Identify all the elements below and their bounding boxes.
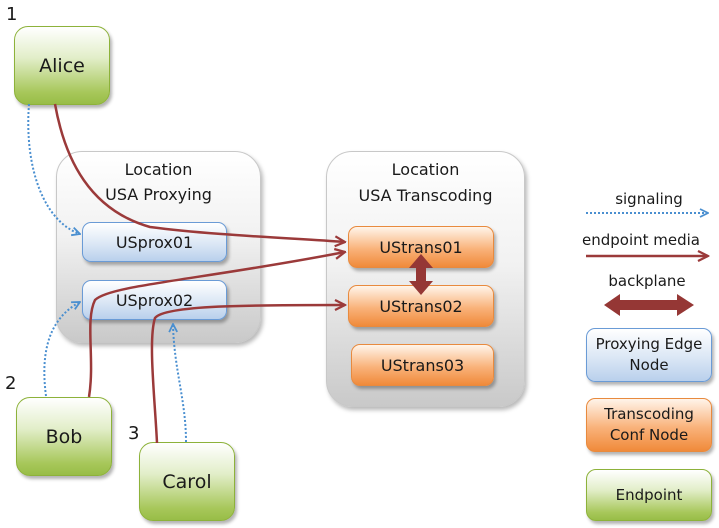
location-transcoding-title-line1: Location: [391, 160, 460, 179]
signaling-bob-to-usprox02: [43, 302, 80, 397]
location-proxying-title-line1: Location: [124, 160, 193, 179]
backplane-arrow: [409, 254, 433, 295]
endpoint-alice[interactable]: Alice: [14, 26, 110, 105]
endpoint-carol-label: Carol: [162, 470, 212, 493]
legend-endpoint: Endpoint: [586, 469, 712, 521]
endpoint-alice-label: Alice: [39, 54, 85, 77]
node-usprox02-label: USprox02: [115, 290, 194, 310]
legend-transcoding-line2: Conf Node: [609, 426, 689, 444]
legend-backplane-arrow: [604, 294, 694, 316]
node-usprox02[interactable]: USprox02: [82, 280, 227, 320]
endpoint-carol[interactable]: Carol: [139, 442, 235, 521]
node-ustrans02-label: UStrans02: [379, 296, 463, 316]
location-transcoding-title-line2: USA Transcoding: [358, 186, 493, 205]
legend-proxying-edge-node: Proxying Edge Node: [586, 328, 712, 382]
media-alice-to-ustrans01: [53, 103, 345, 242]
node-usprox01-label: USprox01: [115, 232, 194, 252]
signaling-carol-to-usprox02: [173, 324, 187, 443]
endpoint-bob[interactable]: Bob: [16, 397, 112, 476]
legend-transcoding-line1: Transcoding: [604, 405, 694, 423]
location-proxying-title-line2: USA Proxying: [105, 185, 212, 204]
step-number-1: 1: [6, 4, 18, 25]
media-carol-to-ustrans02: [150, 305, 345, 444]
legend-signaling-label: signaling: [615, 190, 683, 208]
legend-proxying-line2: Node: [629, 356, 669, 374]
legend-endpoint-label: Endpoint: [615, 485, 683, 504]
signaling-alice-to-usprox01: [27, 103, 80, 234]
media-bob-to-ustrans01: [87, 252, 345, 398]
legend-backplane-label: backplane: [608, 272, 686, 290]
node-ustrans01[interactable]: UStrans01: [348, 226, 494, 268]
node-ustrans01-label: UStrans01: [379, 237, 463, 257]
legend-transcoding-conf-node: Transcoding Conf Node: [586, 398, 712, 452]
legend-proxying-line1: Proxying Edge: [595, 335, 703, 353]
legend-media-label: endpoint media: [581, 231, 700, 249]
endpoint-bob-label: Bob: [45, 425, 83, 448]
step-number-2: 2: [5, 373, 17, 394]
node-ustrans03-label: UStrans03: [380, 355, 465, 375]
step-number-3: 3: [128, 423, 140, 444]
node-ustrans03[interactable]: UStrans03: [351, 344, 494, 386]
